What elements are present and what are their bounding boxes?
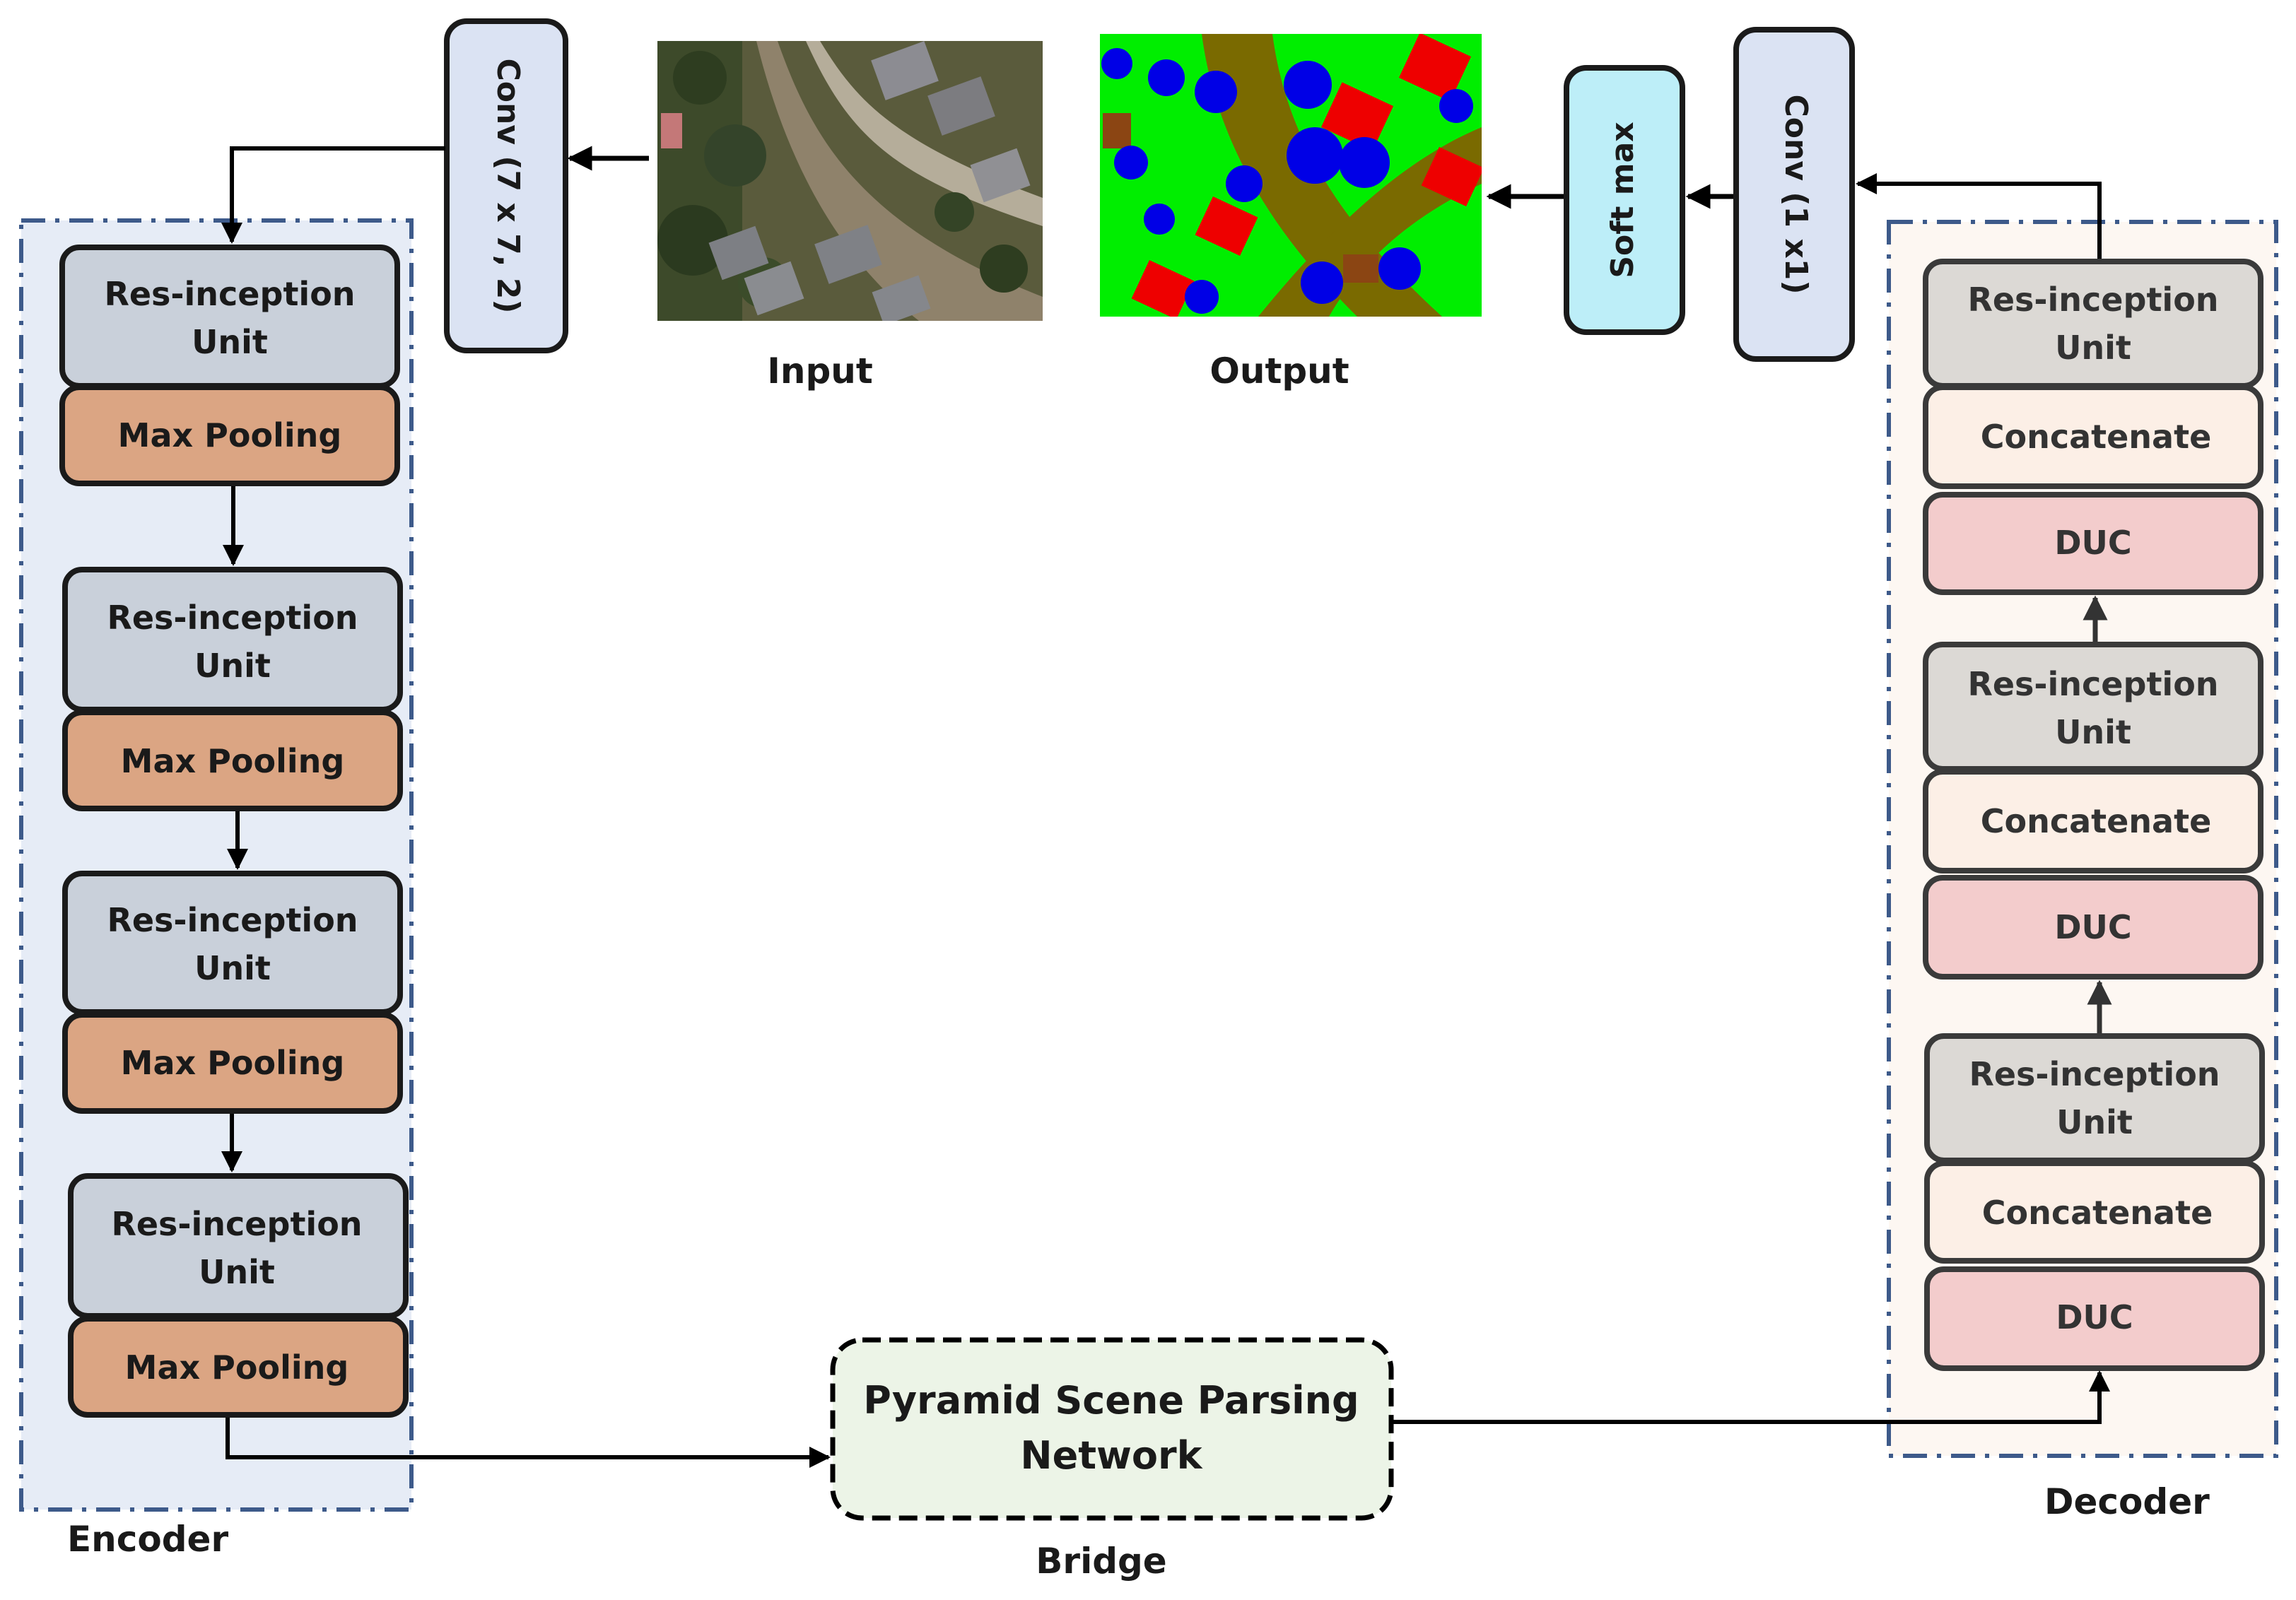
input-label: Input [767, 351, 873, 392]
res-inception-unit [59, 245, 400, 389]
max-pooling-label: Max Pooling [125, 1348, 349, 1387]
bridge-box [830, 1337, 1394, 1521]
output-segmentation-image [1100, 34, 1482, 317]
conv-1x1-label: Conv (1 x1) [1778, 95, 1814, 295]
arrow-bridge-to-decoder [1393, 1370, 2110, 1424]
bridge: Pyramid Scene Parsing Network Bridge [830, 1337, 1394, 1582]
encoder-stage-2: Res-inception Unit Max Pooling [62, 567, 403, 811]
decoder-stage-3: Res-inception Unit Concatenate DUC [1924, 1033, 2265, 1371]
bridge-label: Bridge [1036, 1541, 1166, 1582]
bridge-text-line-1: Pyramid Scene Parsing [863, 1378, 1359, 1423]
duc-label: DUC [2054, 908, 2131, 946]
unit-label-line-2: Unit [199, 1253, 275, 1291]
unit-label-line-1: Res-inception [107, 901, 358, 939]
unit-label-line-2: Unit [194, 647, 271, 685]
concatenate-box [1923, 769, 2263, 873]
decoder-label: Decoder [2044, 1481, 2210, 1522]
max-pooling-box [68, 1316, 409, 1418]
max-pooling-label: Max Pooling [121, 742, 345, 780]
res-inception-unit [68, 1173, 409, 1319]
duc-box [1924, 1266, 2265, 1371]
encoder-stage-4: Res-inception Unit Max Pooling [68, 1173, 409, 1418]
unit-label-line-1: Res-inception [1967, 281, 2218, 319]
softmax-label: Soft max [1605, 122, 1641, 278]
duc-label: DUC [2054, 524, 2131, 562]
unit-label-line-2: Unit [2056, 1103, 2133, 1141]
concatenate-label: Concatenate [1982, 1194, 2213, 1232]
res-inception-unit [62, 567, 403, 712]
encoder-label: Encoder [67, 1519, 228, 1560]
input-aerial-image [657, 41, 1043, 321]
conv-1x1-block: Conv (1 x1) [1733, 27, 1855, 362]
duc-label: DUC [2056, 1298, 2133, 1336]
encoder-stage-3: Res-inception Unit Max Pooling [62, 871, 403, 1114]
unit-label-line-2: Unit [2055, 713, 2131, 751]
softmax-block: Soft max [1564, 65, 1685, 335]
unit-label-line-1: Res-inception [104, 275, 355, 313]
concatenate-label: Concatenate [1981, 802, 2212, 840]
arrow-decoder-to-conv [1856, 173, 2102, 259]
decoder-stage-1: Res-inception Unit Concatenate DUC [1923, 259, 2263, 595]
output-label: Output [1210, 351, 1349, 392]
unit-label-line-1: Res-inception [107, 599, 358, 637]
encoder-stage-1: Res-inception Unit Max Pooling [59, 245, 400, 486]
decoder-stage-2: Res-inception Unit Concatenate DUC [1923, 642, 2263, 980]
bridge-text-line-2: Network [1020, 1433, 1202, 1478]
unit-label-line-2: Unit [194, 949, 271, 987]
arrow-conv-to-encoder [221, 146, 445, 244]
unit-label-line-1: Res-inception [1969, 1055, 2220, 1093]
unit-label-line-2: Unit [192, 323, 268, 361]
max-pooling-box [59, 384, 400, 486]
conv-7x7-label: Conv (7 x 7, 2) [490, 59, 526, 314]
max-pooling-box [62, 710, 403, 811]
max-pooling-label: Max Pooling [118, 416, 342, 454]
concatenate-label: Concatenate [1981, 418, 2212, 456]
res-inception-unit [62, 871, 403, 1015]
unit-label-line-1: Res-inception [111, 1205, 362, 1243]
unit-label-line-2: Unit [2055, 329, 2131, 367]
conv-7x7-block: Conv (7 x 7, 2) [444, 18, 568, 353]
max-pooling-label: Max Pooling [121, 1044, 345, 1082]
arrow-encoder-to-bridge [226, 1418, 831, 1468]
duc-box [1923, 875, 2263, 980]
max-pooling-box [62, 1012, 403, 1114]
unit-label-line-1: Res-inception [1967, 665, 2218, 703]
concatenate-box [1924, 1160, 2265, 1264]
concatenate-box [1923, 384, 2263, 489]
duc-box [1923, 492, 2263, 595]
